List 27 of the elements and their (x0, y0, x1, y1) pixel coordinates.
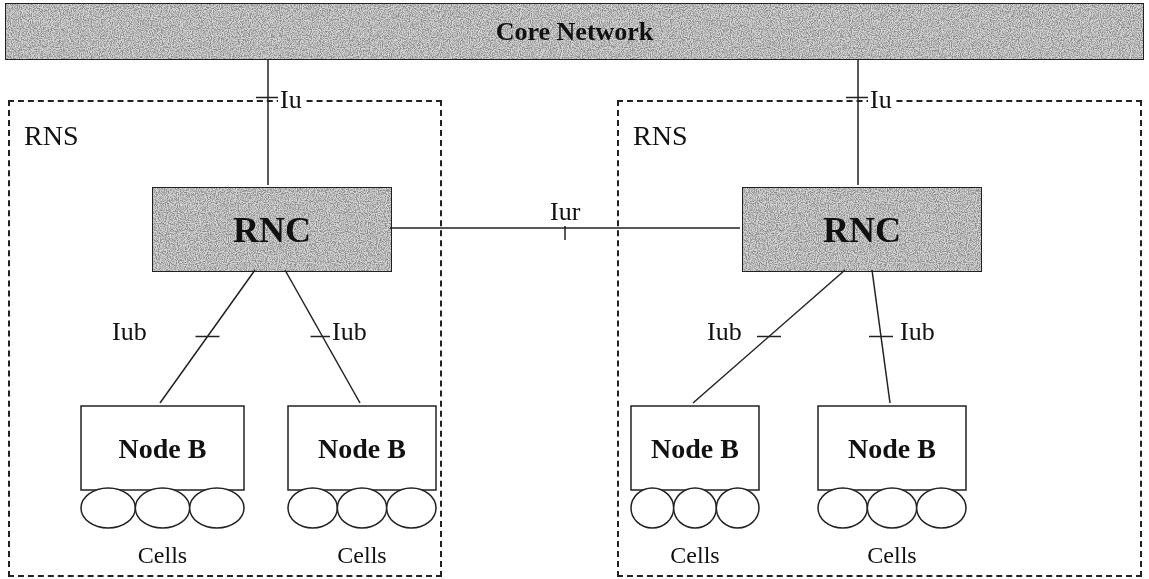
core-network-band (5, 3, 1144, 60)
cells-caption: Cells (866, 542, 918, 568)
interface-line (692, 269, 846, 404)
cells-caption: Cells (336, 542, 388, 568)
node-title: RNC (823, 208, 901, 251)
node-title: Node B (118, 433, 207, 465)
interface-line (267, 59, 269, 186)
node-b-box (80, 405, 245, 530)
rnc-box (742, 187, 982, 272)
interface-line (389, 227, 741, 229)
cells-caption: Cells (136, 542, 189, 568)
node-title: Node B (318, 433, 406, 465)
interface-line (284, 269, 361, 404)
rnc-box (152, 187, 392, 272)
node-b-box (287, 405, 437, 530)
node-title: RNC (233, 208, 311, 251)
node-b-box (630, 405, 760, 530)
node-title: Node B (848, 433, 936, 465)
interface-line (857, 59, 859, 186)
cells-caption: Cells (669, 542, 721, 568)
group-label: RNS (633, 120, 688, 152)
node-b-box (817, 405, 967, 530)
interface-line (159, 269, 256, 404)
interface-line (871, 269, 891, 404)
node-title: Node B (651, 433, 739, 465)
group-label: RNS (24, 120, 79, 152)
band-title: Core Network (495, 16, 654, 47)
